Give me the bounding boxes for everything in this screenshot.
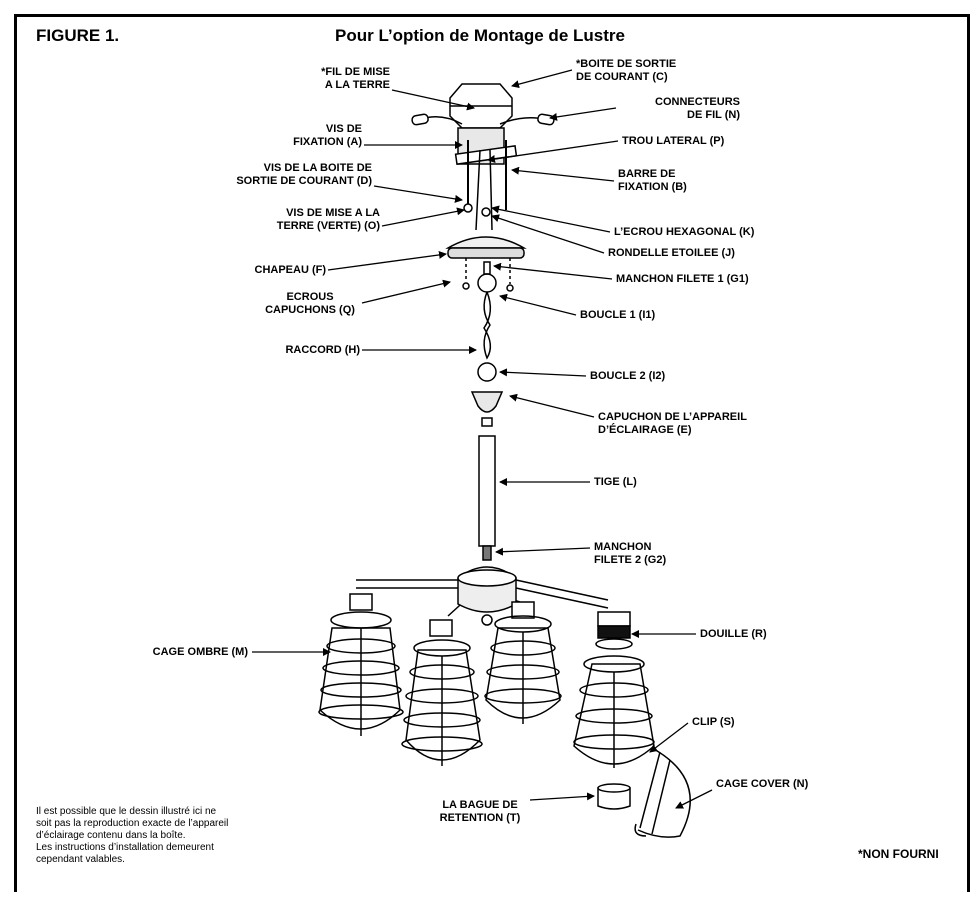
chain <box>477 261 497 382</box>
mounting-bar <box>454 140 518 231</box>
nipple-g2 <box>482 545 492 561</box>
socket-r <box>595 611 633 650</box>
label-star-washer: RONDELLE ETOILEE (J) <box>608 247 735 259</box>
figure-title: Pour L’option de Montage de Lustre <box>335 26 625 45</box>
label-cage-shade: CAGE OMBRE (M) <box>152 646 248 658</box>
figure-number: FIGURE 1. <box>36 26 120 45</box>
chandelier-body <box>356 566 609 626</box>
label-canopy: CHAPEAU (F) <box>254 264 327 276</box>
disclaimer-note: Il est possible que le dessin illustré i… <box>36 806 229 865</box>
label-hex-nut: L’ECROU HEXAGONAL (K) <box>614 226 755 238</box>
label-downrod: TIGE (L) <box>594 476 637 488</box>
cage-cover <box>634 747 691 838</box>
figure-frame <box>14 14 970 892</box>
cage-shade-left <box>318 593 404 736</box>
downrod <box>478 435 496 547</box>
label-cage-cover: CAGE COVER (N) <box>716 778 809 790</box>
cage-shade-back <box>484 601 562 724</box>
cage-shade-right <box>573 655 655 768</box>
label-socket: DOUILLE (R) <box>700 628 767 640</box>
cage-shade-front <box>401 619 483 766</box>
footnote-not-included: *NON FOURNI <box>858 847 939 861</box>
label-loop-2: BOUCLE 2 (I2) <box>590 370 666 382</box>
canopy <box>445 236 527 292</box>
label-clip: CLIP (S) <box>692 716 735 728</box>
leader-lines <box>252 69 713 809</box>
retention-ring <box>597 783 631 810</box>
fixture-cap <box>470 391 504 427</box>
label-threaded-nipple-1: MANCHON FILETE 1 (G1) <box>616 273 749 285</box>
label-coupling: RACCORD (H) <box>285 344 360 356</box>
label-loop-1: BOUCLE 1 (I1) <box>580 309 656 321</box>
label-side-hole: TROU LATERAL (P) <box>622 135 725 147</box>
